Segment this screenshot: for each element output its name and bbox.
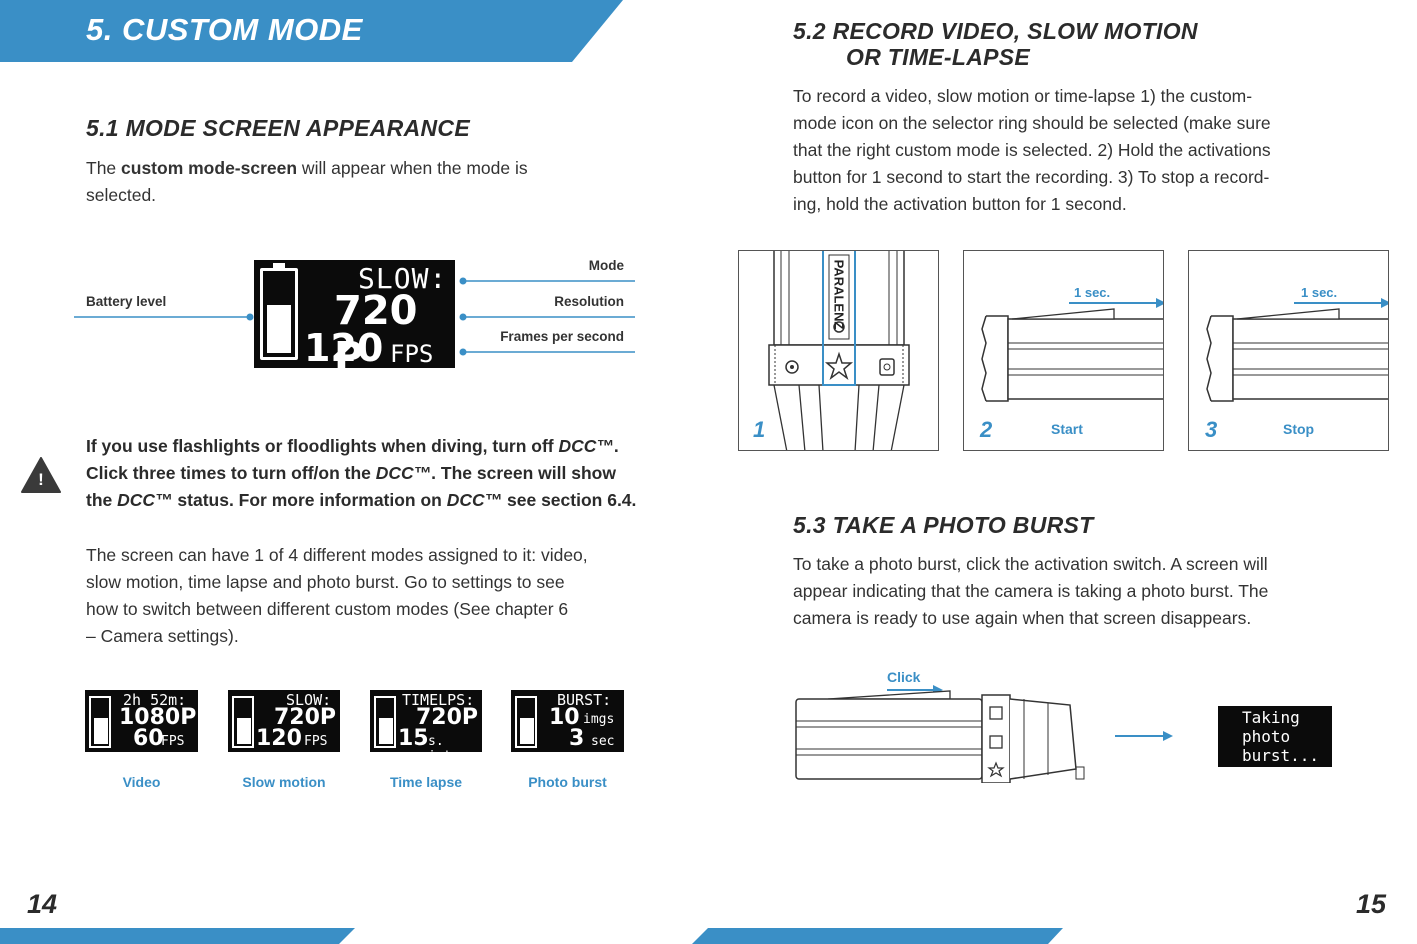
- section-5-2-heading: 5.2 RECORD VIDEO, SLOW MOTION OR TIME-LA…: [793, 18, 1198, 70]
- mode-label: Mode: [588, 258, 624, 273]
- battery-icon: [260, 263, 298, 360]
- taking-photo-burst-screen: Taking photo burst...: [1218, 706, 1332, 767]
- stop-label: Stop: [1283, 421, 1315, 437]
- warning-text: If you use flashlights or floodlights wh…: [86, 436, 637, 510]
- hold-duration-label: 1 sec.: [1074, 285, 1111, 300]
- section-5-3-text: To take a photo burst, click the activat…: [793, 554, 1269, 628]
- section-5-2-text: To record a video, slow motion or time-l…: [793, 86, 1271, 214]
- page-number-right: 15: [1356, 889, 1387, 919]
- slow-motion-mode-screen: SLOW: 720P 120 FPS: [228, 690, 340, 752]
- battery-icon: [374, 696, 396, 748]
- warning-icon-glyph: !: [38, 470, 44, 489]
- modes-description: The screen can have 1 of 4 different mod…: [86, 545, 588, 646]
- resolution-label: Resolution: [554, 294, 624, 309]
- screen-callout-lines: [74, 277, 635, 356]
- camera-side-view: [981, 298, 1163, 402]
- caption-photo-burst: Photo burst: [528, 774, 607, 790]
- click-label: Click: [887, 669, 921, 685]
- step-2-start-illustration: 1 sec. 2 Start: [963, 250, 1164, 451]
- battery-level-label: Battery level: [86, 294, 167, 309]
- camera-front-view: [768, 251, 910, 450]
- section-5-1-intro: The custom mode-screen will appear when …: [86, 158, 528, 205]
- camera-side-view: [1206, 298, 1388, 402]
- screen-resolution-text: 720 P: [334, 288, 418, 368]
- paralenz-brand-text: PARALENZ: [831, 259, 847, 330]
- section-5-1-heading: 5.1 MODE SCREEN APPEARANCE: [86, 115, 470, 141]
- screen-fps-number: 120: [304, 326, 384, 368]
- time-lapse-mode-screen: TIMELPS: 720P 15 s. int.: [370, 690, 482, 752]
- caption-slow-motion: Slow motion: [242, 774, 326, 790]
- result-arrow: [1115, 731, 1173, 741]
- warning-icon: [21, 457, 61, 493]
- battery-icon: [89, 696, 111, 748]
- caption-time-lapse: Time lapse: [389, 774, 463, 790]
- chapter-title: 5. CUSTOM MODE: [86, 12, 363, 47]
- screen-fps-unit: FPS: [390, 340, 434, 368]
- custom-mode-screen-term: custom mode-screen: [121, 158, 298, 178]
- step-2-number: 2: [980, 417, 993, 442]
- camera-burst-illustration: [795, 685, 1085, 783]
- page-number-left: 14: [27, 889, 58, 919]
- step-3-stop-illustration: 1 sec. 3 Stop: [1188, 250, 1389, 451]
- battery-icon: [515, 696, 537, 748]
- step-1-selector-ring-illustration: PARALENZ 1: [738, 250, 939, 451]
- step-1-number: 1: [753, 417, 766, 442]
- section-5-3-heading: 5.3 TAKE A PHOTO BURST: [793, 512, 1094, 538]
- battery-icon: [232, 696, 254, 748]
- photo-burst-mode-screen: BURST: 10 imgs 3 sec: [511, 690, 624, 752]
- start-label: Start: [1051, 421, 1083, 437]
- hold-duration-label: 1 sec.: [1301, 285, 1338, 300]
- video-mode-screen: 2h 52m: 1080P 60 FPS: [85, 690, 198, 752]
- fps-label: Frames per second: [500, 329, 624, 344]
- mode-screen-display: SLOW: 720 P 120 FPS: [254, 260, 455, 368]
- step-3-number: 3: [1205, 417, 1218, 442]
- header-bar: [0, 0, 623, 62]
- footer-bars: [0, 928, 1063, 944]
- screen-mode-text: SLOW:: [358, 262, 448, 295]
- caption-video: Video: [122, 774, 161, 790]
